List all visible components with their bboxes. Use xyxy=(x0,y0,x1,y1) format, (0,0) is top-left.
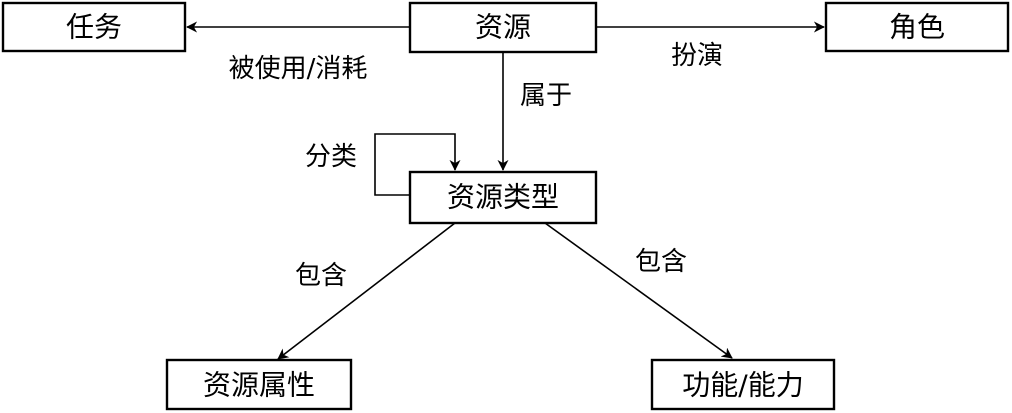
edge-label-contains-left: 包含 xyxy=(295,261,347,291)
node-resource-label: 资源 xyxy=(475,11,531,44)
node-resource: 资源 xyxy=(408,1,598,54)
node-role: 角色 xyxy=(824,1,1010,53)
edge-label-classify: 分类 xyxy=(305,142,357,172)
edge-resource-type-to-capability xyxy=(544,222,733,359)
node-resource-box xyxy=(408,1,598,54)
node-task-box xyxy=(1,1,187,53)
edge-labels-group: 被使用/消耗 扮演 属于 分类 包含 包含 xyxy=(229,41,723,291)
node-capability: 功能/能力 xyxy=(650,358,836,411)
node-role-box xyxy=(824,1,1010,53)
node-capability-box xyxy=(650,358,836,411)
node-resource-type-box xyxy=(408,170,598,225)
node-role-label: 角色 xyxy=(889,11,945,44)
edge-label-contains-right: 包含 xyxy=(635,247,687,277)
node-resource-attribute-box xyxy=(165,358,353,411)
node-task-label: 任务 xyxy=(66,11,122,44)
edge-resource-type-to-attribute xyxy=(277,222,456,360)
edge-resource-type-self-loop xyxy=(374,133,461,196)
node-resource-attribute-label: 资源属性 xyxy=(203,369,315,402)
node-resource-attribute: 资源属性 xyxy=(165,358,353,411)
node-task: 任务 xyxy=(1,1,187,53)
edge-label-belongs-to: 属于 xyxy=(520,81,572,111)
edges-group xyxy=(186,21,825,360)
node-resource-type-label: 资源类型 xyxy=(447,181,559,214)
node-resource-type: 资源类型 xyxy=(408,170,598,225)
edge-label-used-consumed: 被使用/消耗 xyxy=(229,54,368,84)
node-capability-label: 功能/能力 xyxy=(682,369,803,402)
edge-label-plays: 扮演 xyxy=(671,41,723,71)
